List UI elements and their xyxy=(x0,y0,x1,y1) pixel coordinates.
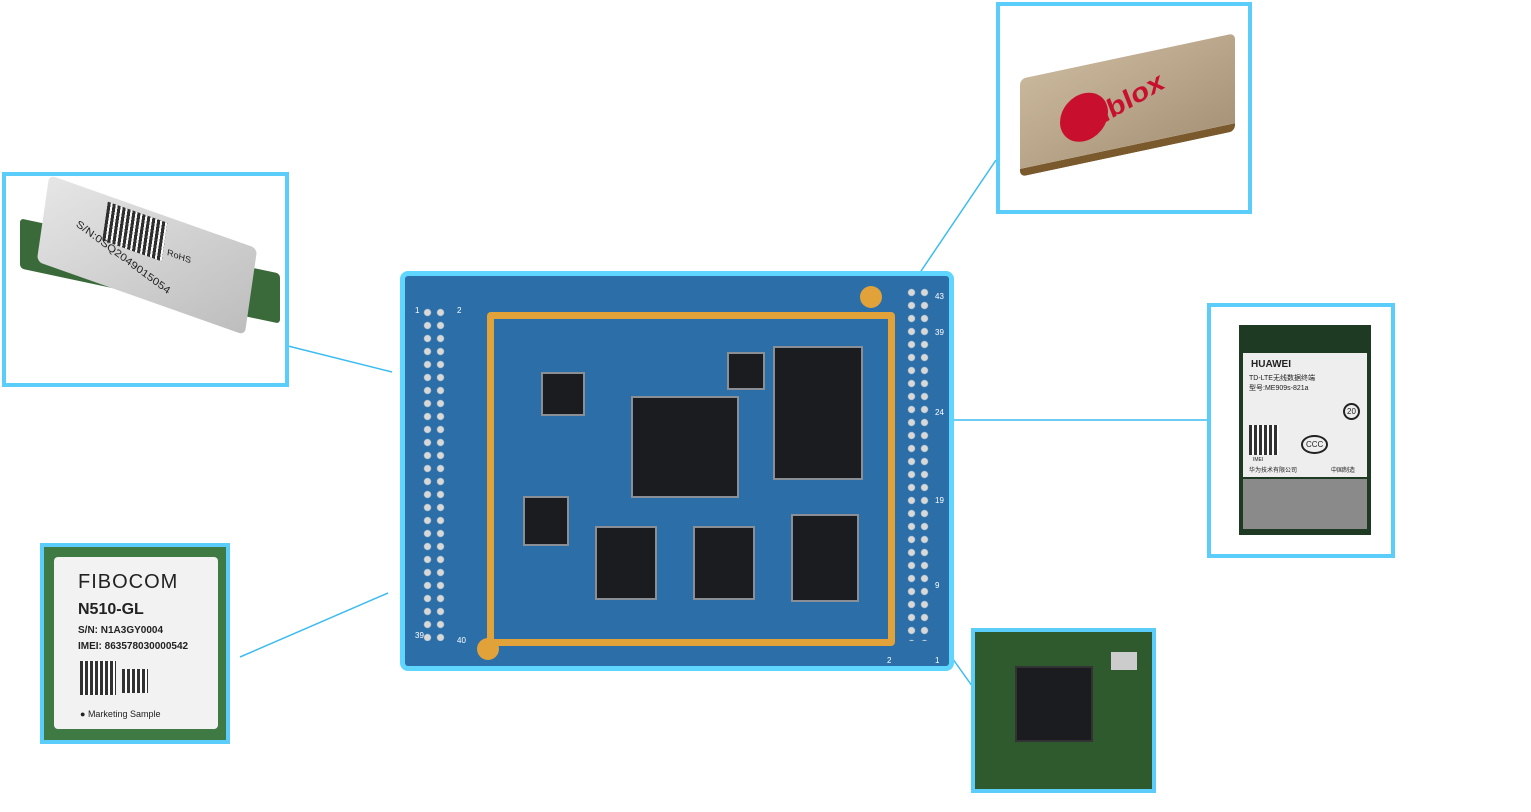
gps-module: ublox xyxy=(1020,33,1235,177)
cpu-chip xyxy=(631,396,739,498)
datamatrix-code xyxy=(122,669,148,693)
pin-label: 39 xyxy=(415,631,424,640)
lte-line1: TD-LTE无线数据终端 xyxy=(1249,375,1315,382)
bt-chip xyxy=(1015,666,1093,742)
env-badge: 20 xyxy=(1343,403,1360,420)
lte-model: 型号:ME909s-821a xyxy=(1249,385,1309,392)
lte-footer-right: 中国制造 xyxy=(1331,468,1356,474)
nbiot-imei: IMEI: 863578030000542 xyxy=(78,641,189,652)
ublox-logo: ublox xyxy=(1086,65,1168,134)
bt-module-box xyxy=(971,628,1156,793)
mounting-hole xyxy=(477,638,499,660)
ic-chip xyxy=(541,372,585,416)
crystal xyxy=(1111,652,1137,670)
ram-chip xyxy=(791,514,859,602)
nbiot-note: ● Marketing Sample xyxy=(80,709,161,719)
nbiot-serial: S/N: N1A3GY0004 xyxy=(78,625,164,636)
lte-module-box: HUAWEI TD-LTE无线数据终端 型号:ME909s-821a 20 CC… xyxy=(1207,303,1395,558)
pin-label: 40 xyxy=(457,636,466,645)
ccc-mark: CCC xyxy=(1301,435,1329,454)
pin-label: 19 xyxy=(935,496,944,505)
pin-label: 43 xyxy=(935,292,944,301)
pin-label: 1 xyxy=(415,306,420,315)
wifi-module-shield: S/N:0SQ2049015054 RoHS xyxy=(36,175,258,335)
lte-footer-left: 华为技术有限公司 xyxy=(1249,468,1298,474)
pin-label: 9 xyxy=(935,581,940,590)
core-board: 1 2 39 40 43 39 24 19 9 2 1 xyxy=(400,271,954,671)
gps-module-box: ublox xyxy=(996,2,1252,214)
ic-chip xyxy=(727,352,765,390)
shield-frame xyxy=(487,312,895,646)
nbiot-module-box: FIBOCOM N510-GL S/N: N1A3GY0004 IMEI: 86… xyxy=(40,543,230,744)
pin-header-left xyxy=(421,306,447,641)
rohs-mark: RoHS xyxy=(166,247,192,266)
pmic-chip xyxy=(523,496,569,546)
ram-chip xyxy=(693,526,755,600)
datamatrix-code xyxy=(80,661,116,695)
pin-label: 39 xyxy=(935,328,944,337)
fibocom-logo: FIBOCOM xyxy=(78,571,179,593)
nbiot-model: N510-GL xyxy=(78,601,144,618)
ram-chip xyxy=(595,526,657,600)
pin-label: 1 xyxy=(935,656,940,665)
mounting-hole xyxy=(860,286,882,308)
flash-chip xyxy=(773,346,863,480)
wifi-module-box: S/N:0SQ2049015054 RoHS xyxy=(2,172,289,387)
huawei-logo: HUAWEI xyxy=(1251,359,1291,370)
pin-label: 24 xyxy=(935,408,944,417)
pin-label: 2 xyxy=(457,306,462,315)
pin-header-right xyxy=(905,286,931,641)
pin-label: 2 xyxy=(887,656,892,665)
lte-imei-label: IMEI xyxy=(1253,457,1264,463)
